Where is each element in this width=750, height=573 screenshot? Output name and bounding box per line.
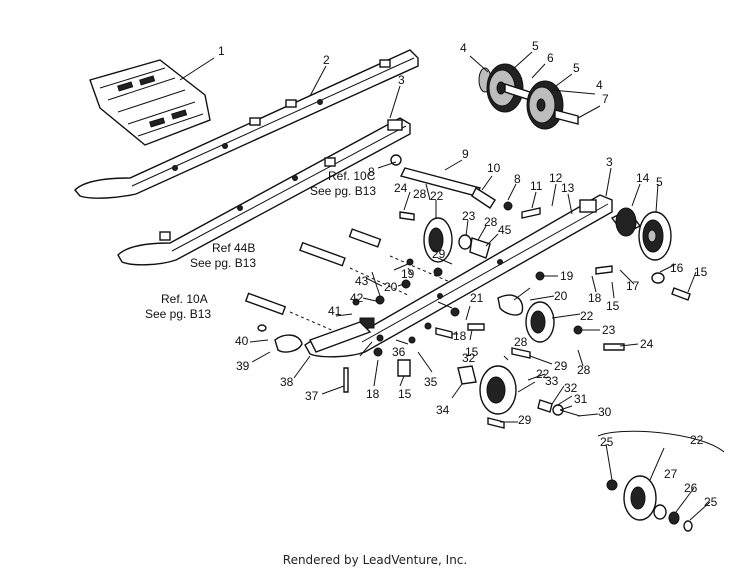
callout-39: 39 [236,359,250,373]
callout-28: 28 [484,215,498,229]
footer-credit: Rendered by LeadVenture, Inc. [282,553,468,567]
ref-44b-line1: Ref 44B [212,241,255,255]
callout-30: 30 [598,405,612,419]
callout-9: 9 [462,147,469,161]
callout-28: 28 [413,187,427,201]
callout-22: 22 [536,367,550,381]
callout-28: 28 [514,335,528,349]
callout-5: 5 [573,61,580,75]
callout-4: 4 [460,41,467,55]
callout-32: 32 [564,381,578,395]
lower-idler-wheels [457,294,581,417]
callout-34: 34 [436,403,450,417]
callout-25: 25 [704,495,718,509]
callout-45: 45 [498,223,512,237]
ref-44b-line2: See pg. B13 [190,256,256,270]
callout-29: 29 [554,359,568,373]
callout-5: 5 [532,39,539,53]
callout-21: 21 [470,291,484,305]
callout-15: 15 [694,265,708,279]
callout-28: 28 [577,363,591,377]
callout-11: 11 [530,179,543,193]
callout-22: 22 [430,189,444,203]
callout-29: 29 [518,413,532,427]
callout-3: 3 [398,73,405,87]
upper-slide-rail [74,49,419,199]
callout-24: 24 [394,181,408,195]
callout-17: 17 [626,279,640,293]
callout-23: 23 [462,209,476,223]
fasteners [257,154,625,429]
callout-37: 37 [305,389,319,403]
rear-idler-wheel [610,207,691,301]
callout-22: 22 [690,433,704,447]
callout-27: 27 [664,467,678,481]
cross-shafts [244,167,496,339]
ref-10a-line1: Ref. 10A [161,292,208,306]
callout-2: 2 [323,53,330,67]
callout-35: 35 [424,375,438,389]
callout-labels: 1 2 3 4 5 6 5 4 7 3 9 8 10 8 11 12 13 14… [145,39,718,509]
callout-20: 20 [384,280,398,294]
callout-8: 8 [514,172,521,186]
callout-14: 14 [636,171,650,185]
callout-1: 1 [218,44,225,58]
callout-38: 38 [280,375,294,389]
callout-19: 19 [560,269,574,283]
callout-18: 18 [453,329,467,343]
ref-10c-line2: See pg. B13 [310,184,376,198]
callout-13: 13 [561,181,575,195]
ref-10c-line1: Ref. 10C [328,169,376,183]
slide-pad-part [89,59,211,146]
callout-24: 24 [640,337,654,351]
callout-15: 15 [398,387,412,401]
callout-20: 20 [554,289,568,303]
callout-4: 4 [596,78,603,92]
callout-43: 43 [355,274,369,288]
callout-42: 42 [350,291,364,305]
callout-12: 12 [549,171,563,185]
callout-41: 41 [328,304,342,318]
callout-22: 22 [580,309,594,323]
upper-idler-wheels [478,63,579,130]
callout-5: 5 [656,175,663,189]
callout-18: 18 [588,291,602,305]
callout-16: 16 [670,261,684,275]
callout-26: 26 [684,481,698,495]
ref-10a-line2: See pg. B13 [145,307,211,321]
callout-3: 3 [606,155,613,169]
callout-31: 31 [574,392,588,406]
callout-10: 10 [487,161,501,175]
callout-32: 32 [462,351,476,365]
callout-25: 25 [600,435,614,449]
front-arm-bracket [274,321,384,353]
callout-19: 19 [401,267,415,281]
callout-7: 7 [602,92,609,106]
callout-23: 23 [602,323,616,337]
callout-36: 36 [392,345,406,359]
callout-33: 33 [545,374,559,388]
middle-slide-rail [117,117,411,266]
leader-lines [179,51,711,521]
wheel-assembly-detail [597,430,725,532]
center-idler-wheel-upper [423,217,491,263]
callout-8: 8 [368,165,375,179]
callout-29: 29 [432,247,446,261]
callout-6: 6 [547,51,554,65]
callout-18: 18 [366,387,380,401]
callout-40: 40 [235,334,249,348]
callout-15: 15 [606,299,620,313]
callout-15: 15 [465,345,479,359]
